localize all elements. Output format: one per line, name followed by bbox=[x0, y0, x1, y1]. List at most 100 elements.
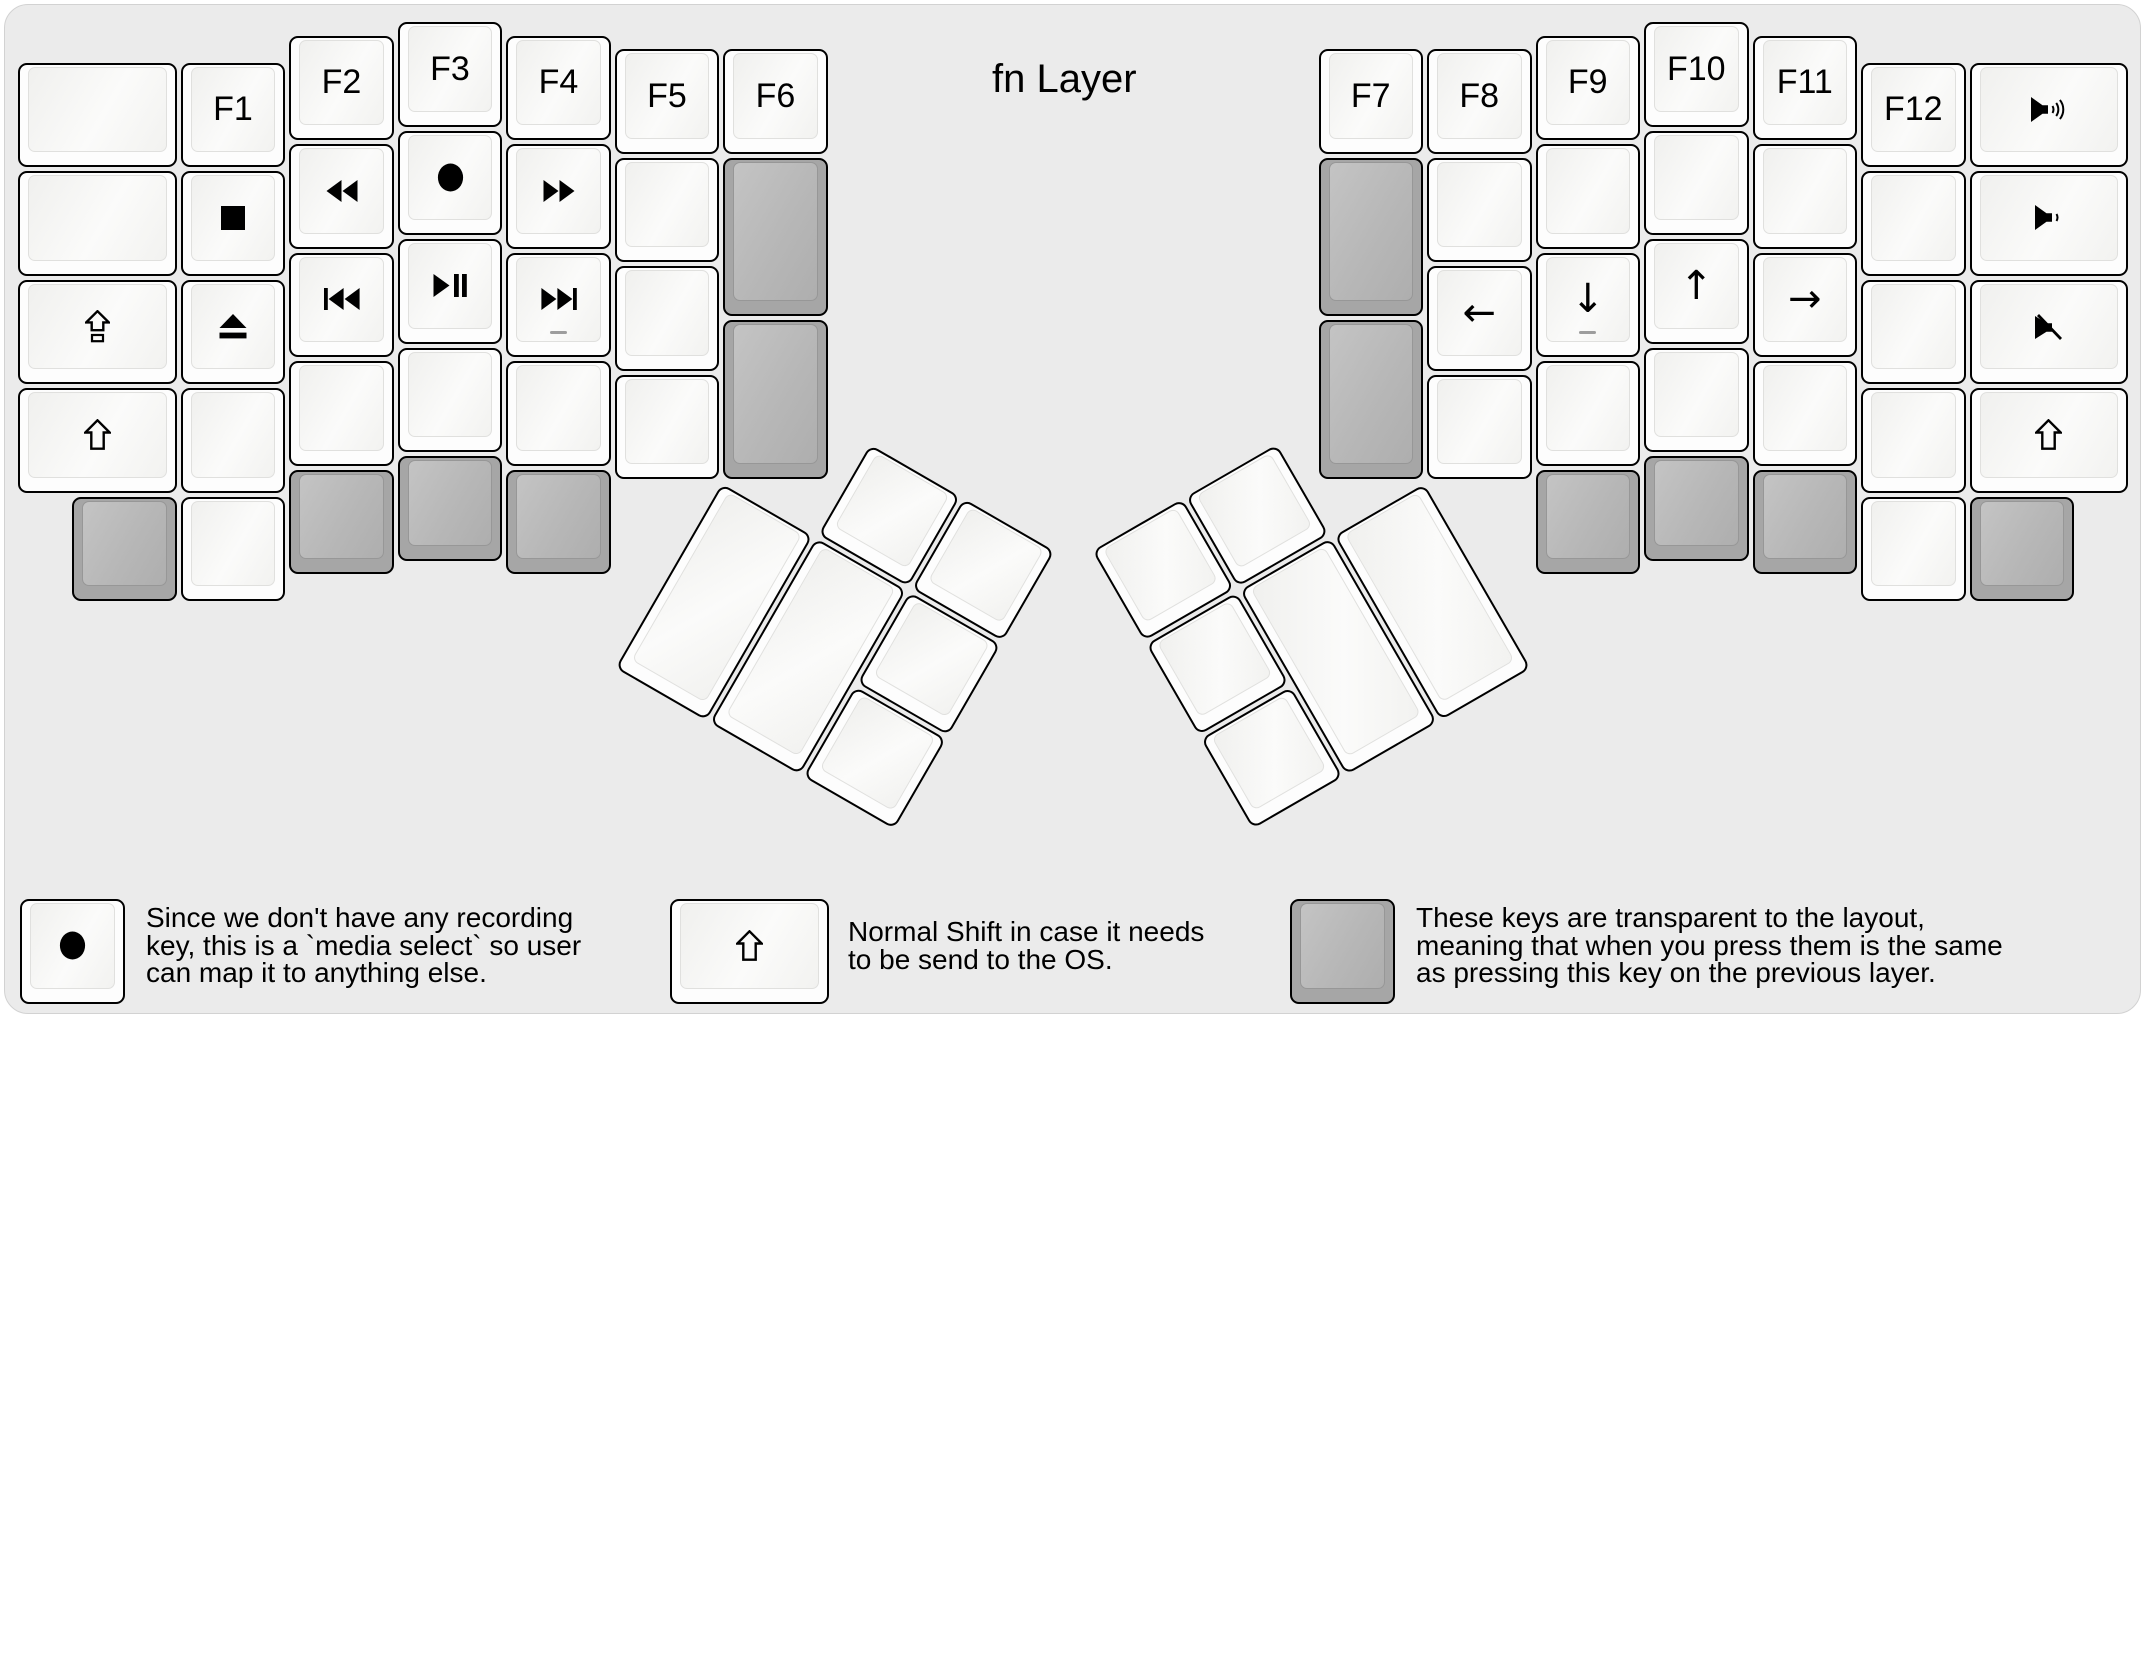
key-shift-left[interactable] bbox=[18, 388, 177, 493]
keycap-surface bbox=[516, 473, 601, 560]
keycap-surface bbox=[1871, 392, 1956, 478]
key-blank[interactable] bbox=[1644, 347, 1749, 452]
key-arrow-right[interactable]: → bbox=[1752, 252, 1857, 358]
keycap-surface bbox=[407, 243, 493, 329]
key-label: F11 bbox=[1776, 63, 1833, 102]
key-blank[interactable] bbox=[180, 496, 286, 602]
keycap-surface bbox=[190, 283, 276, 370]
key-shift-right[interactable] bbox=[1969, 388, 2129, 493]
key-blank[interactable] bbox=[1861, 279, 1966, 385]
stop-icon bbox=[221, 205, 245, 230]
keycap-surface: F3 bbox=[407, 26, 493, 112]
key-blank[interactable] bbox=[614, 157, 720, 263]
keycap-surface bbox=[190, 392, 276, 478]
key-transparent[interactable] bbox=[289, 469, 394, 575]
key-prev-track[interactable] bbox=[289, 252, 394, 358]
key-blank[interactable] bbox=[1535, 361, 1640, 466]
keycap-surface bbox=[1437, 378, 1522, 465]
key-blank[interactable] bbox=[1535, 144, 1640, 249]
key-caps-lock[interactable] bbox=[18, 279, 177, 385]
key-blank[interactable] bbox=[1427, 157, 1532, 263]
key-blank[interactable] bbox=[1752, 144, 1857, 249]
key-f5[interactable]: F5 bbox=[614, 49, 720, 154]
keycap-surface bbox=[733, 324, 818, 465]
key-blank[interactable] bbox=[1861, 171, 1966, 276]
key-blank[interactable] bbox=[1644, 130, 1749, 235]
key-blank[interactable] bbox=[180, 388, 286, 493]
key-f4[interactable]: F4 bbox=[506, 35, 611, 141]
keycap-surface bbox=[299, 473, 384, 560]
key-arrow-left[interactable]: ← bbox=[1427, 266, 1532, 371]
keycap-surface: ↓ bbox=[1545, 256, 1630, 343]
arrow-glyph: ↓ bbox=[1570, 276, 1605, 323]
key-eject[interactable] bbox=[180, 279, 286, 385]
key-volume-down[interactable] bbox=[1969, 171, 2129, 276]
keycap-surface bbox=[1545, 148, 1630, 234]
key-transparent[interactable] bbox=[1644, 456, 1749, 561]
keycap-surface: F2 bbox=[299, 39, 384, 126]
key-mute[interactable] bbox=[1969, 279, 2129, 385]
key-transparent[interactable] bbox=[1318, 157, 1423, 317]
keycap-surface bbox=[516, 256, 601, 343]
legend-key-shift bbox=[670, 899, 829, 1004]
key-stop[interactable] bbox=[180, 171, 286, 276]
key-play-pause[interactable] bbox=[397, 239, 503, 344]
eject-icon bbox=[219, 313, 247, 339]
legend-key-media-select bbox=[20, 899, 125, 1004]
homing-bar bbox=[1579, 330, 1597, 335]
key-f1[interactable]: F1 bbox=[180, 62, 286, 168]
key-f11[interactable]: F11 bbox=[1752, 35, 1857, 141]
keycap-surface bbox=[1762, 148, 1847, 234]
keycap-surface bbox=[1545, 365, 1630, 451]
key-blank[interactable] bbox=[614, 266, 720, 371]
key-label: F3 bbox=[430, 49, 470, 88]
key-f2[interactable]: F2 bbox=[289, 35, 394, 141]
key-f10[interactable]: F10 bbox=[1644, 22, 1749, 127]
key-transparent[interactable] bbox=[506, 469, 611, 575]
key-transparent[interactable] bbox=[723, 320, 828, 480]
key-label: F9 bbox=[1567, 63, 1608, 102]
key-transparent[interactable] bbox=[1535, 469, 1640, 575]
key-transparent[interactable] bbox=[1318, 320, 1423, 480]
keycap-surface bbox=[1654, 351, 1739, 437]
key-f7[interactable]: F7 bbox=[1318, 49, 1423, 154]
key-blank[interactable] bbox=[1861, 496, 1966, 602]
keycap-surface bbox=[299, 148, 384, 234]
key-blank[interactable] bbox=[397, 347, 503, 452]
key-blank[interactable] bbox=[18, 171, 177, 276]
key-f8[interactable]: F8 bbox=[1427, 49, 1532, 154]
keycap-surface bbox=[516, 148, 601, 234]
key-blank[interactable] bbox=[18, 62, 177, 168]
play-pause-icon bbox=[433, 274, 467, 298]
key-f6[interactable]: F6 bbox=[723, 49, 828, 154]
keycap-surface bbox=[1437, 161, 1522, 248]
key-blank[interactable] bbox=[506, 361, 611, 466]
key-transparent[interactable] bbox=[397, 456, 503, 561]
key-volume-up[interactable] bbox=[1969, 62, 2129, 168]
key-arrow-up[interactable]: ↑ bbox=[1644, 239, 1749, 344]
key-blank[interactable] bbox=[1427, 374, 1532, 480]
key-transparent[interactable] bbox=[72, 496, 177, 602]
key-next-track[interactable] bbox=[506, 252, 611, 358]
key-transparent[interactable] bbox=[1752, 469, 1857, 575]
key-media-select[interactable] bbox=[397, 130, 503, 235]
key-arrow-down[interactable]: ↓ bbox=[1535, 252, 1640, 358]
key-blank[interactable] bbox=[289, 361, 394, 466]
keycap-surface bbox=[82, 500, 167, 587]
key-f12[interactable]: F12 bbox=[1861, 62, 1966, 168]
key-transparent[interactable] bbox=[1969, 496, 2074, 602]
key-f3[interactable]: F3 bbox=[397, 22, 503, 127]
key-fast-forward[interactable] bbox=[506, 144, 611, 249]
key-label: F12 bbox=[1883, 90, 1943, 129]
key-rewind[interactable] bbox=[289, 144, 394, 249]
keycap-surface: F9 bbox=[1545, 39, 1630, 126]
key-blank[interactable] bbox=[1861, 388, 1966, 493]
legend-line: can map it to anything else. bbox=[146, 957, 487, 989]
key-f9[interactable]: F9 bbox=[1535, 35, 1640, 141]
key-blank[interactable] bbox=[1752, 361, 1857, 466]
key-transparent[interactable] bbox=[723, 157, 828, 317]
key-blank[interactable] bbox=[614, 374, 720, 480]
keycap-surface bbox=[1871, 175, 1956, 261]
key-label: F1 bbox=[213, 90, 253, 129]
